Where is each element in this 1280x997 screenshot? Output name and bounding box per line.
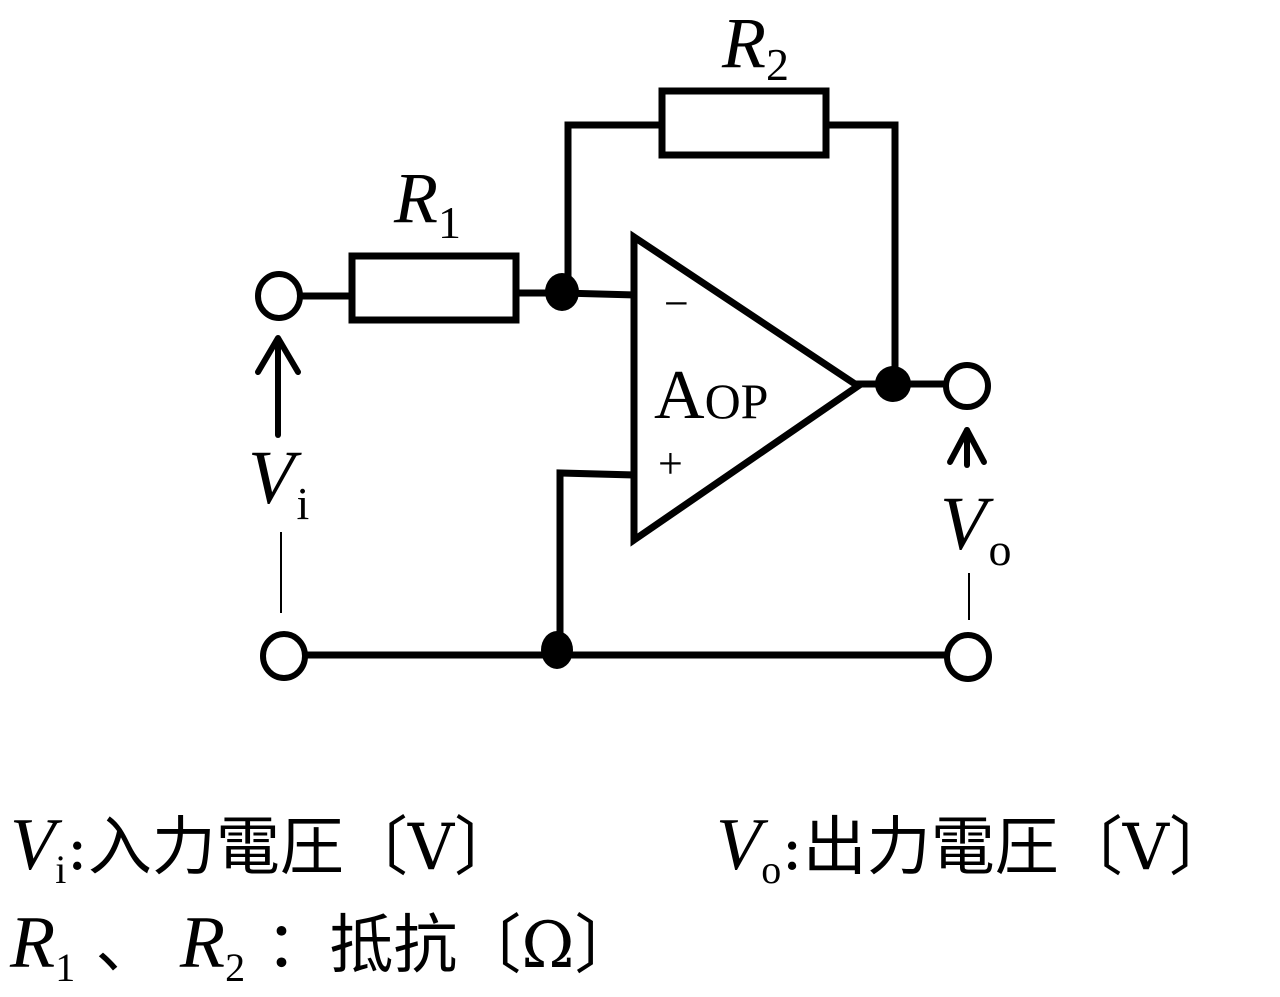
legend-line-2: R1 、 R2 ：抵抗〔Ω〕	[10, 906, 639, 988]
label-r1: R1	[393, 158, 461, 248]
legend-vo-sub: o	[761, 847, 782, 892]
legend-vi-sub: i	[55, 847, 67, 892]
terminal-vo-bottom	[944, 632, 992, 682]
resistor-r2	[658, 87, 830, 159]
wire-feedback-left	[564, 121, 666, 294]
legend-separator: 、	[75, 909, 160, 983]
legend-vi-desc: :入力電圧〔V〕	[66, 811, 519, 885]
legend-vo-symbol: V	[716, 804, 762, 886]
opamp-minus-label: −	[664, 279, 689, 328]
legend-vo-desc: :出力電圧〔V〕	[781, 811, 1233, 885]
arrow-up-icon	[947, 427, 987, 468]
junction-dot-ground	[541, 631, 573, 669]
terminal-vo-top	[943, 362, 991, 410]
wire-feedback-right	[822, 121, 899, 388]
arrow-up-icon	[255, 335, 301, 438]
opamp-symbol	[630, 230, 865, 547]
legend-r2-symbol: R	[179, 902, 226, 984]
label-vo: Vo	[940, 482, 1011, 575]
wire-plus-ground	[556, 469, 638, 654]
opamp-plus-label: +	[658, 439, 683, 488]
legend-line-1: Vi:入力電圧〔V〕	[10, 808, 518, 890]
legend-r-desc: ：抵抗〔Ω〕	[245, 909, 639, 983]
opamp-label: AOP	[654, 357, 768, 434]
resistor-r1	[348, 252, 520, 324]
terminal-vi-bottom	[260, 631, 308, 681]
label-vi: Vi	[248, 436, 309, 529]
terminal-vi-top	[255, 271, 303, 321]
legend-r1-symbol: R	[10, 902, 56, 984]
label-r2: R2	[721, 3, 789, 90]
legend-r2-sub: 2	[225, 945, 246, 990]
junction-dot-inverting	[545, 273, 579, 311]
legend-line-1b: Vo:出力電圧〔V〕	[716, 808, 1233, 890]
junction-dot-output	[875, 366, 911, 402]
legend-vi-symbol: V	[10, 804, 56, 886]
legend-r1-sub: 1	[55, 945, 76, 990]
circuit-diagram: R1 R2 − + AOP Vi Vo	[248, 3, 1011, 682]
